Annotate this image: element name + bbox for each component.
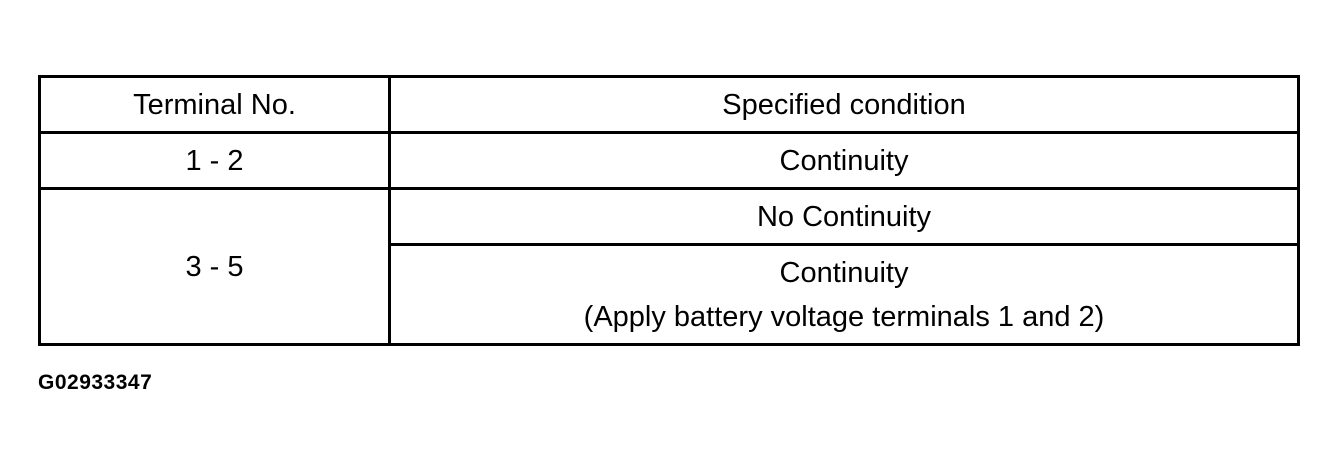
- condition-cell: Continuity: [388, 131, 1300, 190]
- table-row: Continuity (Apply battery voltage termin…: [40, 243, 1300, 346]
- header-row: Terminal No. Specified condition: [38, 75, 1300, 134]
- header-specified-condition: Specified condition: [388, 75, 1300, 134]
- table-row: 1 - 2 Continuity: [38, 131, 1300, 190]
- figure-id: G02933347: [38, 371, 153, 394]
- table-row: 3 - 5 No Continuity: [38, 187, 1300, 346]
- condition-cell: No Continuity: [388, 187, 1300, 246]
- condition-note: (Apply battery voltage terminals 1 and 2…: [583, 300, 1105, 333]
- terminal-cell: 3 - 5: [38, 187, 391, 346]
- condition-line: Continuity: [779, 256, 909, 289]
- terminal-cell: 1 - 2: [38, 131, 391, 190]
- terminal-condition-table: Terminal No. Specified condition 1 - 2 C…: [38, 75, 1300, 346]
- condition-cell: Continuity (Apply battery voltage termin…: [388, 243, 1300, 346]
- header-terminal-no: Terminal No.: [38, 75, 391, 134]
